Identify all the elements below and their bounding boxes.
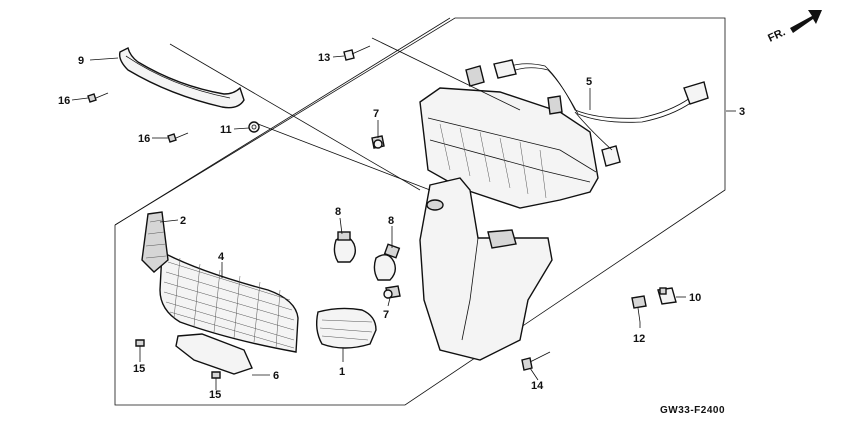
part-15-screw-right	[211, 371, 221, 388]
part-5-tail-lamp-unit	[419, 59, 709, 209]
callout-9: 9	[78, 55, 84, 67]
assembly-frame	[114, 17, 726, 406]
callout-5: 5	[586, 76, 592, 88]
drawing-code: GW33-F2400	[660, 405, 725, 416]
part-2-reflector	[141, 211, 169, 273]
front-arrow-icon	[790, 10, 822, 33]
part-16-screw-upper	[87, 92, 109, 103]
callout-6: 6	[273, 370, 279, 382]
callout-2: 2	[180, 215, 186, 227]
callout-3: 3	[739, 106, 745, 118]
callout-13: 13	[318, 52, 330, 64]
part-13-bolt	[343, 45, 371, 61]
leader-lines	[71, 17, 736, 390]
callout-16-lower: 16	[138, 133, 150, 145]
callout-10: 10	[689, 292, 701, 304]
part-8-bulb-right	[373, 243, 401, 281]
callout-12: 12	[633, 333, 645, 345]
callout-7-upper: 7	[373, 108, 379, 120]
part-3-rear-fender	[419, 177, 553, 361]
part-11-collar	[248, 121, 260, 133]
part-1-marker-lens	[315, 307, 377, 349]
callout-4: 4	[218, 251, 225, 263]
callout-labels: 9 16 16 11 2 4 13 5 7 8 8 7 3 1 6 15 15 …	[58, 52, 745, 401]
part-7-socket-upper	[371, 135, 385, 149]
part-7-socket-lower	[383, 285, 401, 299]
part-4-lens-cover	[159, 250, 299, 353]
callout-11: 11	[220, 124, 232, 136]
callout-1: 1	[339, 366, 345, 378]
part-8-bulb-left	[333, 231, 357, 263]
front-direction-indicator: FR.	[766, 10, 822, 45]
direction-label: FR.	[766, 26, 787, 44]
part-15-screw-left	[135, 339, 145, 356]
callout-14: 14	[531, 380, 544, 392]
callout-15-left: 15	[133, 363, 145, 375]
callout-8-right: 8	[388, 215, 394, 227]
part-6-lower-plate	[175, 333, 253, 375]
callout-8-left: 8	[335, 206, 341, 218]
callout-16-upper: 16	[58, 95, 70, 107]
callout-15-right: 15	[209, 389, 221, 401]
part-12-clip	[631, 295, 647, 323]
part-16-screw-lower	[167, 132, 189, 143]
part-9-garnish	[118, 46, 245, 109]
part-10-nut	[657, 287, 677, 305]
callout-7-lower: 7	[383, 309, 389, 321]
part-14-bolt	[521, 351, 551, 371]
